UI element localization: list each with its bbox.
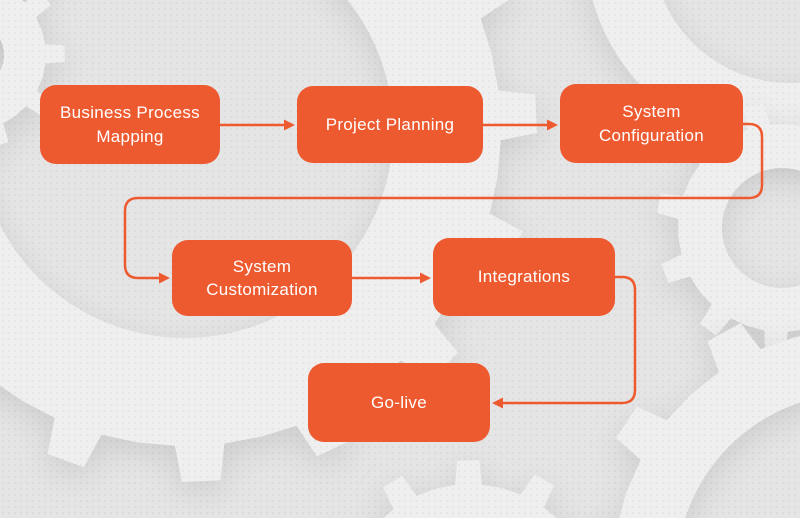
arrowhead-icon [492,397,503,409]
node-integrations: Integrations [433,238,615,316]
node-system-configuration: System Configuration [560,84,743,163]
arrowhead-icon [420,272,431,284]
arrowhead-icon [284,119,295,131]
node-go-live: Go-live [308,363,490,442]
arrowhead-icon [159,272,170,284]
arrowhead-icon [547,119,558,131]
connector-line [123,122,764,280]
gear-shape [383,460,557,518]
gear-shape [656,103,800,354]
node-business-process-mapping: Business Process Mapping [40,85,220,164]
connector-line [501,275,637,405]
gear-shape [0,0,65,145]
node-system-customization: System Customization [172,240,352,316]
node-project-planning: Project Planning [297,86,483,163]
gear-shape [616,323,800,518]
